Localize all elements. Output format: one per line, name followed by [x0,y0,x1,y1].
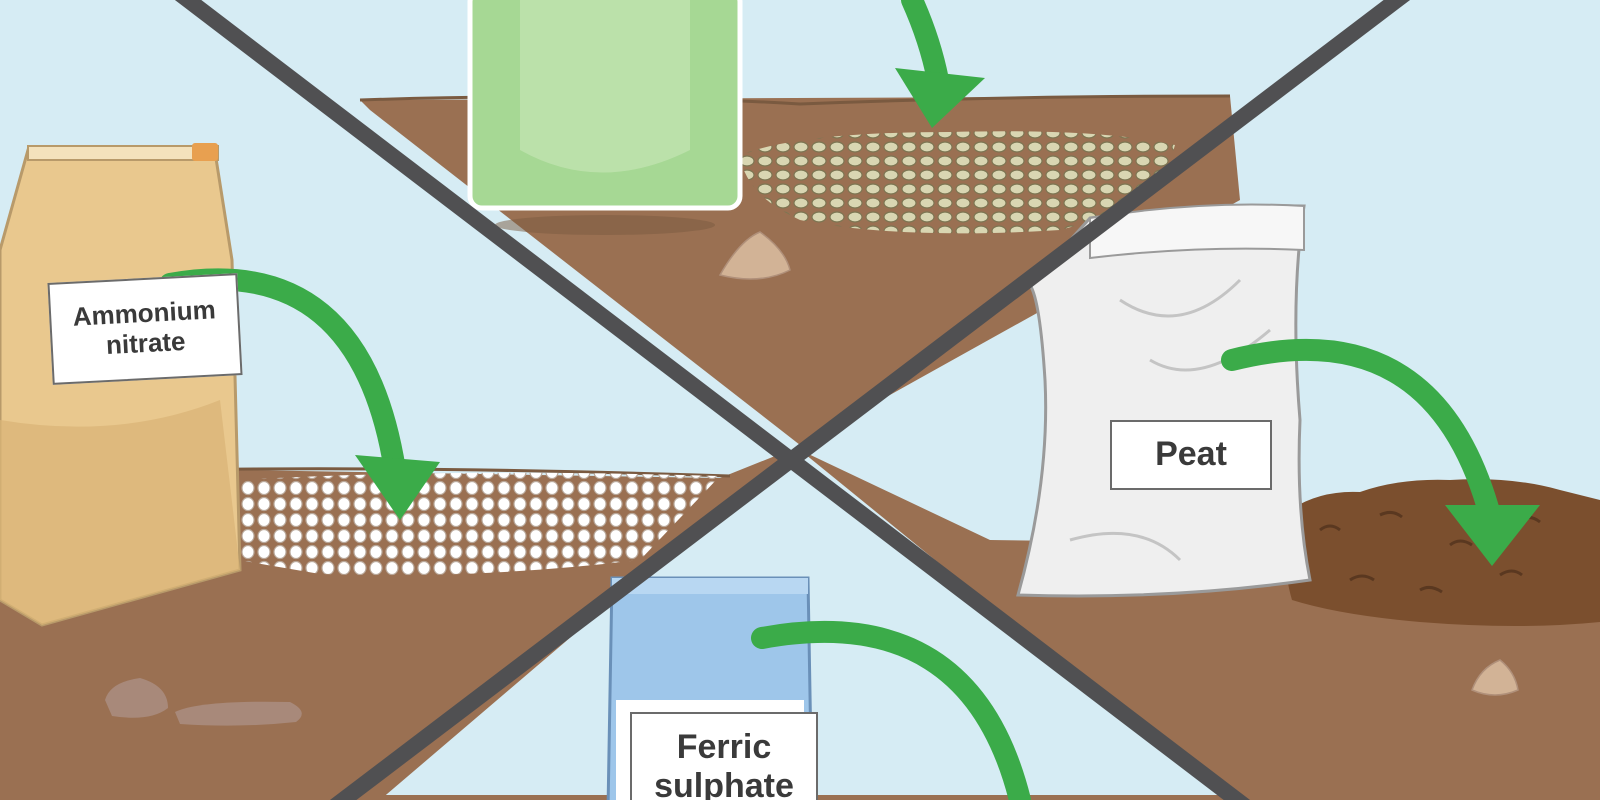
pebble [105,678,168,718]
seed-pile [740,131,1175,234]
bag-clip [192,143,218,161]
glass-shadow [495,215,715,235]
peat-bag-top [1089,203,1305,260]
green-arrow-icon [751,620,1031,800]
peat-bag-creases [1069,278,1271,562]
green-arrow-icon [895,0,985,128]
peat-pile [1285,479,1600,626]
divider-x-icon [174,0,1411,800]
ferric-sulphate-label: Ferric sulphate [630,712,818,800]
liquid-highlight [520,0,690,173]
paper-bag-top [27,145,219,161]
pebble [175,701,302,726]
pebble [718,231,791,280]
paper-bag-shade [0,400,240,625]
peat-label: Peat [1110,420,1272,490]
pellet-pile [238,472,720,576]
green-arrow-icon [1221,338,1540,566]
right-soil [800,450,1600,800]
pebble [1471,659,1519,696]
ammonium-nitrate-label: Ammonium nitrate [47,273,243,385]
ferric-packet-seal [612,578,808,594]
